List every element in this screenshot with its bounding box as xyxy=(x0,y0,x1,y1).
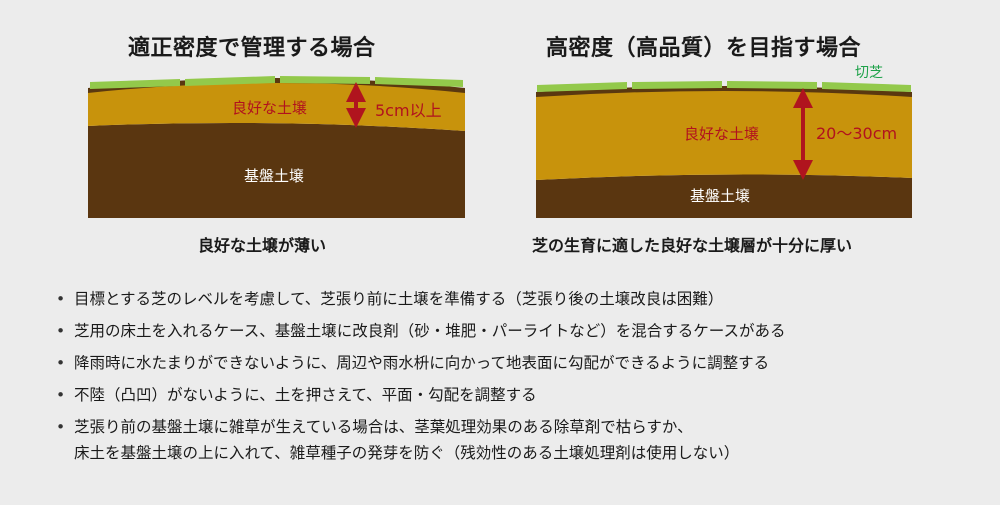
guideline-text: 芝張り前の基盤土壌に雑草が生えている場合は、茎葉処理効果のある除草剤で枯らすか、 xyxy=(74,418,693,436)
guideline-text: 降雨時に水たまりができないように、周辺や雨水枡に向かって地表面に勾配ができるよう… xyxy=(74,354,770,372)
left-sod-piece xyxy=(185,76,275,86)
soil-cross-sections: 良好な土壌 5cm以上 基盤土壌 切芝 良好な土壌 20～30cm 基盤土壌 xyxy=(88,65,912,218)
right-sod-piece xyxy=(822,82,911,92)
right-sod-piece xyxy=(727,81,817,89)
guideline-text-continued: 床土を基盤土壌の上に入れて、雑草種子の発芽を防ぐ（残効性のある土壌処理剤は使用し… xyxy=(74,444,740,462)
right-good-soil-label: 良好な土壌 xyxy=(684,125,759,143)
right-sod-piece xyxy=(537,82,627,92)
left-sod-piece xyxy=(280,76,370,84)
left-base-soil-layer xyxy=(88,122,465,218)
left-panel-caption: 良好な土壌が薄い xyxy=(198,236,327,255)
guideline-text: 不陸（凸凹）がないように、土を押さえて、平面・勾配を調整する xyxy=(74,386,537,404)
right-base-soil-label: 基盤土壌 xyxy=(690,187,750,205)
right-good-soil-layer xyxy=(536,90,912,180)
right-turf-root-layer xyxy=(536,86,912,97)
left-sod-piece xyxy=(375,77,463,87)
right-panel-caption: 芝の生育に適した良好な土壌層が十分に厚い xyxy=(532,236,853,255)
soil-diagram: 適正密度で管理する場合 高密度（高品質）を目指す場合 良好な土壌 5cm以上 基… xyxy=(88,36,912,255)
left-cross-section: 良好な土壌 5cm以上 基盤土壌 xyxy=(88,76,465,218)
guideline-item: 芝張り前の基盤土壌に雑草が生えている場合は、茎葉処理効果のある除草剤で枯らすか、… xyxy=(54,414,984,466)
left-panel-title: 適正密度で管理する場合 xyxy=(128,36,376,61)
right-thickness-label: 20～30cm xyxy=(816,124,897,143)
left-turf-root-layer xyxy=(88,78,465,93)
guideline-list: 目標とする芝のレベルを考慮して、芝張り前に土壌を準備する（芝張り後の土壌改良は困… xyxy=(54,286,984,472)
guideline-item: 不陸（凸凹）がないように、土を押さえて、平面・勾配を調整する xyxy=(54,382,984,408)
left-good-soil-layer xyxy=(88,82,465,131)
guideline-text: 目標とする芝のレベルを考慮して、芝張り前に土壌を準備する（芝張り後の土壌改良は困… xyxy=(74,290,724,308)
left-good-soil-label: 良好な土壌 xyxy=(232,99,307,117)
guideline-text: 芝用の床土を入れるケース、基盤土壌に改良剤（砂・堆肥・パーライトなど）を混合する… xyxy=(74,322,786,340)
right-base-soil-layer xyxy=(536,174,912,218)
right-sod-label: 切芝 xyxy=(855,65,883,81)
left-base-soil-label: 基盤土壌 xyxy=(244,167,304,185)
right-panel-title: 高密度（高品質）を目指す場合 xyxy=(546,36,862,61)
guideline-item: 芝用の床土を入れるケース、基盤土壌に改良剤（砂・堆肥・パーライトなど）を混合する… xyxy=(54,318,984,344)
right-sod-piece xyxy=(632,81,722,89)
right-sod-pieces xyxy=(537,81,911,92)
guideline-item: 目標とする芝のレベルを考慮して、芝張り前に土壌を準備する（芝張り後の土壌改良は困… xyxy=(54,286,984,312)
right-cross-section: 切芝 良好な土壌 20～30cm 基盤土壌 xyxy=(536,65,912,218)
left-sod-piece xyxy=(90,79,180,89)
guideline-item: 降雨時に水たまりができないように、周辺や雨水枡に向かって地表面に勾配ができるよう… xyxy=(54,350,984,376)
left-thickness-label: 5cm以上 xyxy=(375,101,442,120)
